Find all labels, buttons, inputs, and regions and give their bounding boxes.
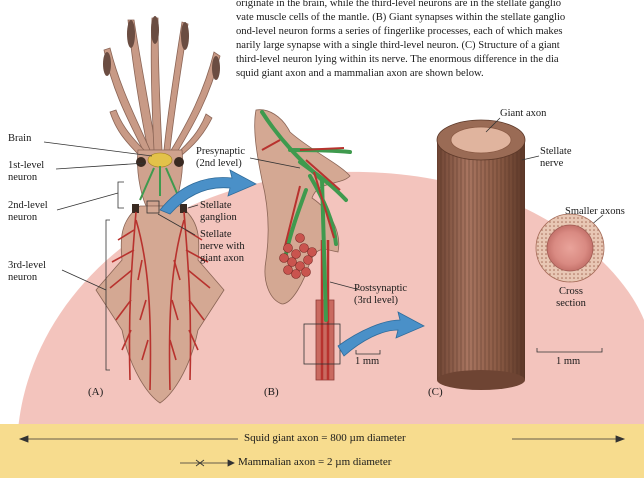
label-cross-section: Cross section bbox=[552, 286, 590, 310]
caption-line: squid giant axon and a mammalian axon ar… bbox=[236, 67, 642, 81]
caption-line: originate in the brain, while the third-… bbox=[236, 0, 642, 11]
cross-section-illustration bbox=[536, 214, 604, 282]
panel-label-a: (A) bbox=[88, 386, 103, 398]
label-presynaptic: Presynaptic (2nd level) bbox=[196, 146, 245, 170]
label-stellate-ganglion: Stellate ganglion bbox=[200, 200, 237, 224]
panel-label-b: (B) bbox=[264, 386, 279, 398]
label-first-level-neuron: 1st-level neuron bbox=[8, 160, 44, 184]
squid-axon-diameter-label: Squid giant axon = 800 µm diameter bbox=[244, 432, 406, 444]
scale-label-b: 1 mm bbox=[355, 356, 379, 367]
figure-caption: originate in the brain, while the third-… bbox=[236, 0, 642, 81]
label-postsynaptic: Postsynaptic (3rd level) bbox=[354, 283, 407, 307]
label-stellate-nerve-giant-axon: Stellate nerve with giant axon bbox=[200, 229, 245, 265]
label-third-level-neuron: 3rd-level neuron bbox=[8, 260, 46, 284]
caption-line: third-level neuron lying within its nerv… bbox=[236, 53, 642, 67]
mammalian-axon-diameter-label: Mammalian axon = 2 µm diameter bbox=[238, 456, 391, 468]
caption-line: narily large synapse with a single third… bbox=[236, 39, 642, 53]
label-giant-axon: Giant axon bbox=[500, 108, 546, 119]
giant-axon-illustration bbox=[437, 120, 525, 390]
label-second-level-neuron: 2nd-level neuron bbox=[8, 200, 48, 224]
label-brain: Brain bbox=[8, 133, 31, 144]
label-stellate-nerve: Stellate nerve bbox=[540, 146, 572, 170]
caption-line: vate muscle cells of the mantle. (B) Gia… bbox=[236, 11, 642, 25]
scale-label-c: 1 mm bbox=[556, 356, 580, 367]
panel-label-c: (C) bbox=[428, 386, 443, 398]
label-smaller-axons: Smaller axons bbox=[565, 206, 625, 217]
caption-line: ond-level neuron forms a series of finge… bbox=[236, 25, 642, 39]
